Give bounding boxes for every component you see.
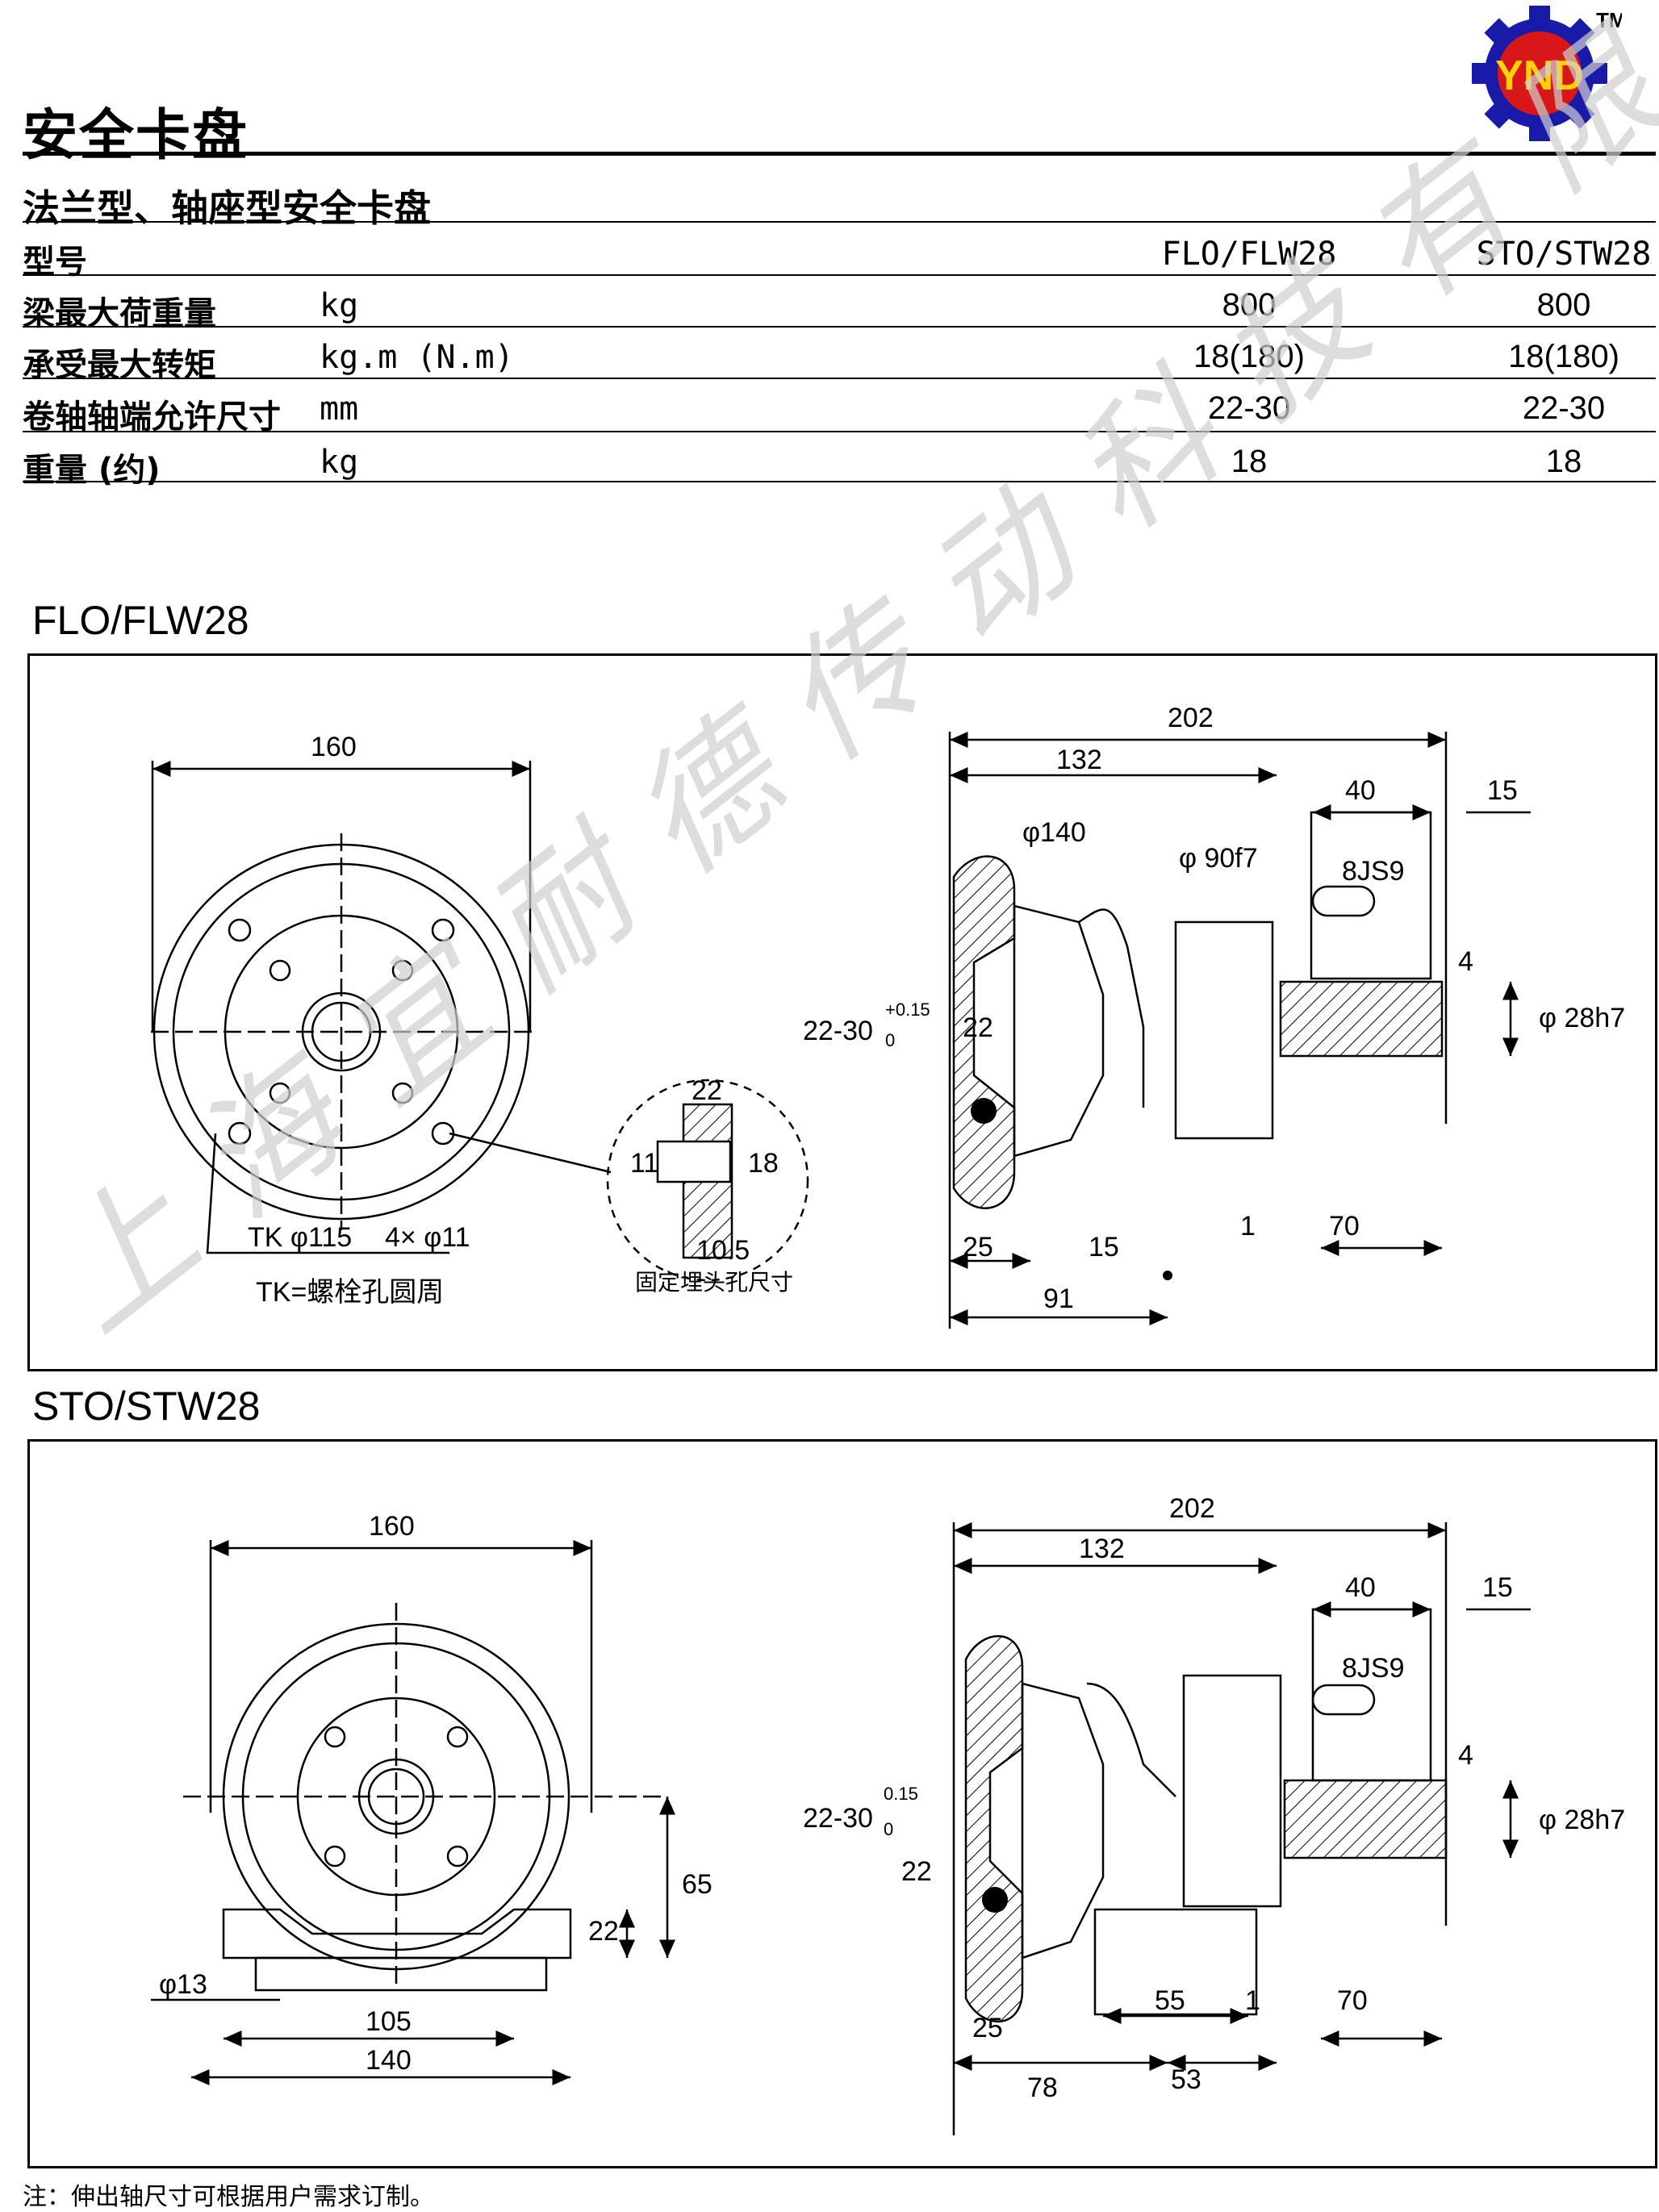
row-label: 重量 (约) [23,452,161,489]
footnote: 注：伸出轴尺寸可根据用户需求订制。 [23,2183,434,2211]
svg-text:TK=螺栓孔圆周: TK=螺栓孔圆周 [256,1277,444,1308]
svg-text:65: 65 [682,1869,712,1900]
svg-text:φ13: φ13 [159,1969,207,2000]
svg-text:55: 55 [1155,1985,1185,2016]
svg-text:25: 25 [972,2013,1003,2043]
drawing-panel-sto: 160 65 22 φ13 105 140 202 132 40 15 8JS9… [27,1439,1657,2168]
row-label: 卷轴轴端允许尺寸 [23,399,281,436]
brand-logo: YND TM [1469,5,1627,142]
svg-text:15: 15 [1487,775,1518,806]
row-unit: kg.m (N.m) [320,339,514,376]
svg-text:8JS9: 8JS9 [1342,856,1405,887]
row-value-1: 18 [1231,444,1268,479]
row-value-2: 18 [1545,444,1582,479]
svg-text:φ 90f7: φ 90f7 [1179,843,1258,874]
row-value-2: 22-30 [1522,390,1606,426]
svg-text:4: 4 [1458,1740,1473,1771]
svg-text:22: 22 [588,1916,619,1947]
svg-text:固定埋头孔尺寸: 固定埋头孔尺寸 [635,1270,793,1295]
svg-text:91: 91 [1043,1283,1074,1314]
sto-drawing: 160 65 22 φ13 105 140 202 132 40 15 8JS9… [151,1493,1625,2135]
svg-text:10.5: 10.5 [696,1235,750,1266]
section-label-sto: STO/STW28 [32,1384,261,1429]
svg-text:4: 4 [1458,946,1473,977]
svg-text:+0.15: +0.15 [885,1000,930,1020]
row-value-1: 22-30 [1207,390,1291,426]
row-unit: kg [320,444,359,481]
svg-text:202: 202 [1169,1493,1215,1524]
title-rule [23,152,1656,156]
svg-text:YND: YND [1495,52,1584,99]
svg-text:φ140: φ140 [1022,817,1086,848]
row-value-1: 18(180) [1193,339,1305,374]
svg-text:0: 0 [884,1819,893,1839]
gear-logo-icon: YND TM [1472,6,1627,141]
svg-text:22: 22 [901,1856,932,1887]
svg-text:TK φ115: TK φ115 [248,1222,352,1253]
svg-text:1: 1 [1240,1211,1256,1242]
svg-text:70: 70 [1337,1985,1368,2016]
table-row: 卷轴轴端允许尺寸 mm 22-30 22-30 [23,384,1656,436]
svg-text:11: 11 [630,1148,658,1179]
row-unit: kg [320,287,359,324]
svg-text:0: 0 [885,1030,895,1050]
svg-text:22-30: 22-30 [803,1803,873,1834]
svg-text:22-30: 22-30 [803,1016,873,1046]
svg-text:40: 40 [1345,775,1376,806]
drawing-panel-flo: 160 TK φ115 4× φ11 TK=螺栓孔圆周 22 11 18 10.… [27,653,1657,1371]
model-col1: FLO/FLW28 [1161,236,1337,273]
svg-text:4× φ11: 4× φ11 [385,1222,470,1253]
section-label-flo: FLO/FLW28 [32,598,249,643]
svg-text:70: 70 [1329,1211,1360,1242]
table-row: 重量 (约) kg 18 18 [23,437,1656,489]
svg-text:132: 132 [1056,745,1102,775]
svg-text:25: 25 [963,1232,993,1263]
svg-text:140: 140 [366,2045,412,2076]
svg-text:φ 28h7: φ 28h7 [1539,1003,1625,1033]
svg-text:1: 1 [1245,1985,1260,2016]
page-title: 安全卡盘 [23,104,249,168]
row-unit: mm [320,390,359,428]
svg-text:8JS9: 8JS9 [1342,1653,1405,1684]
svg-text:18: 18 [748,1148,779,1179]
svg-text:φ 28h7: φ 28h7 [1539,1805,1625,1835]
flo-drawing: 160 TK φ115 4× φ11 TK=螺栓孔圆周 22 11 18 10.… [151,703,1625,1329]
svg-text:0.15: 0.15 [884,1784,918,1804]
svg-text:22: 22 [692,1075,722,1106]
svg-text:53: 53 [1171,2064,1201,2095]
svg-text:132: 132 [1079,1534,1125,1564]
page-subtitle: 法兰型、轴座型安全卡盘 [23,186,431,230]
row-value-2: 18(180) [1508,339,1619,374]
svg-text:15: 15 [1482,1572,1513,1603]
svg-text:TM: TM [1596,8,1622,32]
row-value-2: 800 [1536,287,1591,323]
svg-text:105: 105 [366,2006,412,2037]
svg-text:202: 202 [1168,703,1214,733]
model-col2: STO/STW28 [1476,236,1652,273]
row-value-1: 800 [1222,287,1277,323]
svg-text:160: 160 [311,732,357,762]
svg-text:22: 22 [963,1012,993,1043]
svg-text:15: 15 [1089,1232,1119,1263]
svg-text:160: 160 [369,1511,415,1542]
subtitle-rule [23,221,1656,223]
svg-text:40: 40 [1345,1572,1376,1603]
svg-text:78: 78 [1027,2072,1058,2103]
